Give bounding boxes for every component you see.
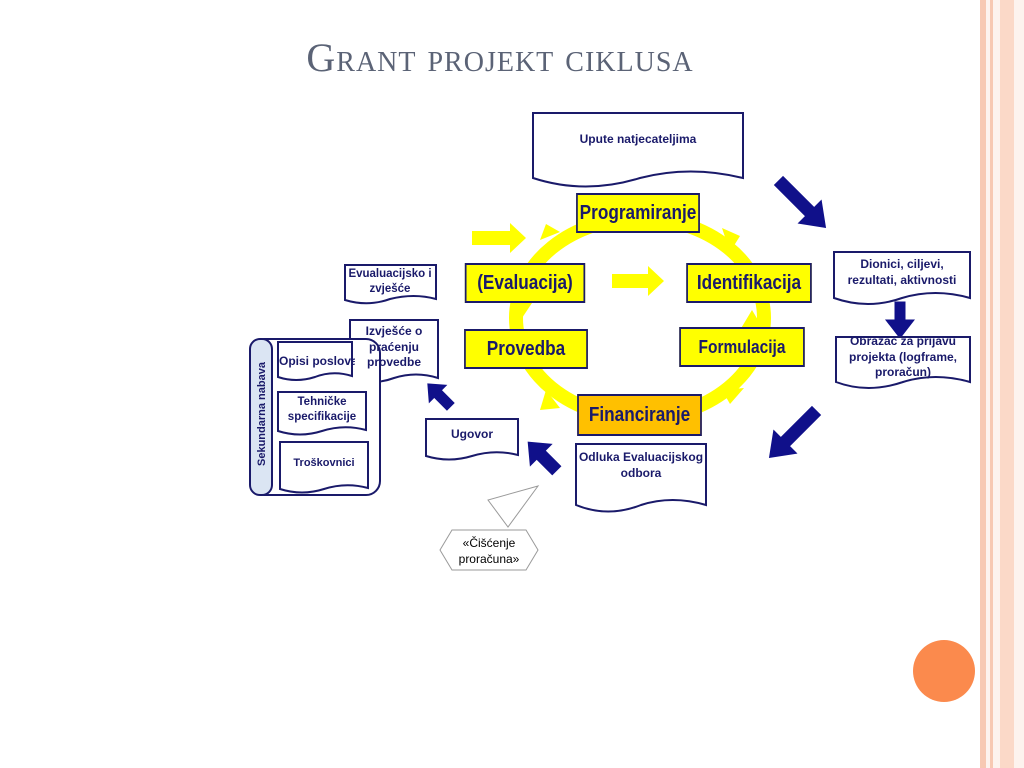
doc-odluka-label: Odluka Evaluacijskog odbora bbox=[578, 450, 704, 480]
phase-financiranje: Financiranje bbox=[577, 394, 702, 436]
phase-formulacija: Formulacija bbox=[679, 327, 805, 367]
arrow-right-yellow bbox=[612, 266, 664, 296]
doc-troskovnici-label: Troškovnici bbox=[293, 457, 355, 469]
cycle-ring bbox=[509, 211, 771, 425]
sekundarna-nabava-group bbox=[249, 338, 381, 496]
doc-obrazac-label: Obrazac za prijavu projekta (logframe, p… bbox=[848, 334, 958, 380]
doc-odluka: Odluka Evaluacijskog odbora bbox=[576, 450, 706, 481]
decor-stripe bbox=[1000, 0, 1014, 768]
yellow-arrows bbox=[472, 223, 664, 296]
phase-evaluacija: (Evaluacija) bbox=[464, 263, 586, 303]
callout-pointer bbox=[487, 485, 540, 528]
doc-upute-label: Upute natjecateljima bbox=[579, 132, 697, 146]
doc-izvjesce-pracenje: Izvješće o praćenju provedbe bbox=[356, 324, 432, 371]
doc-opisi-poslova: Opisi poslova bbox=[276, 354, 355, 370]
doc-ugovor-label: Ugovor bbox=[451, 427, 493, 441]
doc-dionici: Dionici, ciljevi, rezultati, aktivnosti bbox=[834, 257, 970, 288]
cycle-arrowheads bbox=[510, 224, 764, 410]
doc-ugovor: Ugovor bbox=[426, 427, 518, 443]
doc-upute: Upute natjecateljima bbox=[533, 132, 743, 148]
callout-ciscenje: «Čišćenje proračuna» bbox=[446, 536, 532, 567]
doc-tehnicke-label: Tehničke specifikacije bbox=[287, 396, 357, 423]
doc-tehnicke: Tehničke specifikacije bbox=[278, 395, 366, 425]
decor-stripe bbox=[980, 0, 986, 768]
slide-title: Grant projekt ciklusa bbox=[306, 35, 694, 80]
phase-programiranje: Programiranje bbox=[576, 193, 700, 233]
navy-arrows bbox=[427, 175, 916, 476]
doc-dionici-label: Dionici, ciljevi, rezultati, aktivnosti bbox=[847, 257, 957, 287]
phase-identifikacija: Identifikacija bbox=[686, 263, 812, 303]
decor-orange-circle bbox=[913, 640, 975, 702]
doc-evaluacijsko-izvjesce: Evualuacijsko izvješće bbox=[347, 267, 433, 297]
phase-provedba: Provedba bbox=[464, 329, 588, 369]
callout-ciscenje-label: «Čišćenje proračuna» bbox=[458, 536, 520, 566]
sekundarna-nabava-label: Sekundarna nabava bbox=[256, 362, 268, 466]
doc-izvjesce-pracenje-label: Izvješće o praćenju provedbe bbox=[365, 324, 423, 370]
slide-page bbox=[0, 0, 980, 768]
doc-troskovnici: Troškovnici bbox=[280, 456, 368, 470]
doc-obrazac: Obrazac za prijavu projekta (logframe, p… bbox=[836, 334, 970, 381]
doc-evaluacijsko-izvjesce-label: Evualuacijsko izvješće bbox=[348, 268, 432, 295]
doc-opisi-poslova-label: Opisi poslova bbox=[279, 354, 355, 368]
decor-stripe bbox=[990, 0, 993, 768]
arrow-right-yellow bbox=[472, 223, 526, 253]
callout-hexagon bbox=[439, 529, 539, 571]
